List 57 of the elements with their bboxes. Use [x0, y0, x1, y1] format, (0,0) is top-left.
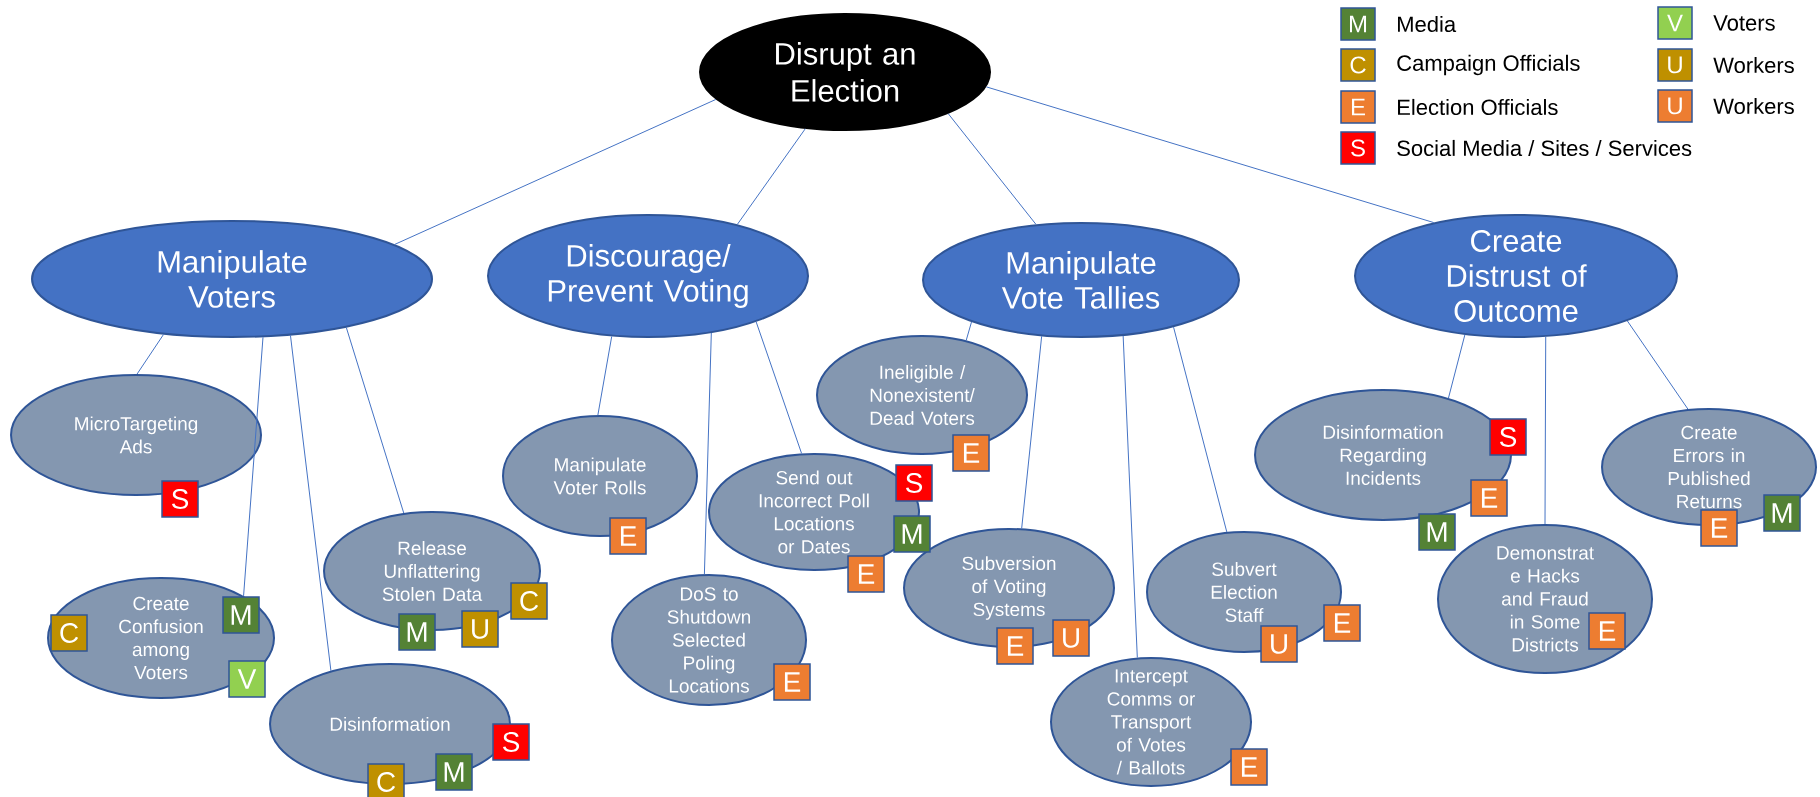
- legend-text: Workers: [1713, 56, 1794, 74]
- letter-badge: E: [996, 627, 1034, 665]
- letter-badge: M: [398, 613, 436, 651]
- tactic-oval: Manipulate Vote Tallies: [922, 222, 1240, 338]
- letter-badge: M: [1763, 494, 1801, 532]
- letter-badge: U: [1260, 625, 1298, 663]
- connector-line: [755, 321, 803, 454]
- connector-line: [243, 336, 264, 597]
- connector-line: [1447, 334, 1466, 399]
- legend-text: Election Officials: [1398, 98, 1558, 116]
- letter-badge: E: [609, 517, 647, 555]
- letter-badge: U: [461, 610, 499, 648]
- tactic-oval: Discourage/ Prevent Voting: [487, 214, 809, 338]
- letter-badge: V: [228, 660, 266, 698]
- letter-badge: M: [1418, 513, 1456, 551]
- letter-badge: S: [492, 723, 530, 761]
- letter-badge: E: [1588, 612, 1626, 650]
- goal-oval: Disrupt an Election: [699, 13, 991, 131]
- connector-line: [1626, 320, 1689, 410]
- letter-badge: C: [510, 582, 548, 620]
- connector-line: [1544, 336, 1547, 525]
- letter-badge: C: [50, 614, 88, 652]
- letter-badge: E: [1470, 479, 1508, 517]
- connector-line: [136, 333, 164, 375]
- letter-badge: E: [1230, 748, 1268, 786]
- connector-line: [985, 86, 1435, 224]
- connector-line: [703, 332, 712, 575]
- connector-line: [965, 321, 972, 341]
- legend-text: Media: [1398, 15, 1457, 33]
- letter-badge: C: [367, 763, 405, 797]
- connector-line: [736, 128, 806, 225]
- connector-line: [289, 334, 332, 672]
- connector-line: [947, 113, 1037, 225]
- letter-badge: S: [1489, 418, 1527, 456]
- letter-badge: M: [893, 515, 931, 553]
- connector-line: [1021, 335, 1043, 529]
- legend-text: Social Media / Sites / Services: [1397, 139, 1692, 157]
- letter-badge: E: [952, 434, 990, 472]
- letter-badge: E: [1700, 509, 1738, 547]
- tactic-oval: Create Distrust of Outcome: [1354, 214, 1678, 338]
- letter-badge: E: [847, 555, 885, 593]
- legend-text: Voters: [1713, 15, 1775, 31]
- letter-badge: S: [895, 464, 933, 502]
- connector-line: [345, 327, 405, 514]
- connector-line: [1122, 335, 1138, 659]
- letter-badge: E: [1323, 604, 1361, 642]
- connector-line: [597, 335, 613, 416]
- legend-text: Workers: [1713, 97, 1794, 115]
- connector-line: [1173, 326, 1228, 533]
- letter-badge: U: [1052, 619, 1090, 657]
- letter-badge: S: [161, 480, 199, 518]
- tactic-oval: Manipulate Voters: [31, 220, 433, 338]
- letter-badge: M: [435, 753, 473, 791]
- letter-badge: M: [222, 596, 260, 634]
- letter-badge: E: [773, 663, 811, 701]
- legend-text: Campaign Officials: [1397, 54, 1580, 76]
- connector-line: [394, 98, 717, 245]
